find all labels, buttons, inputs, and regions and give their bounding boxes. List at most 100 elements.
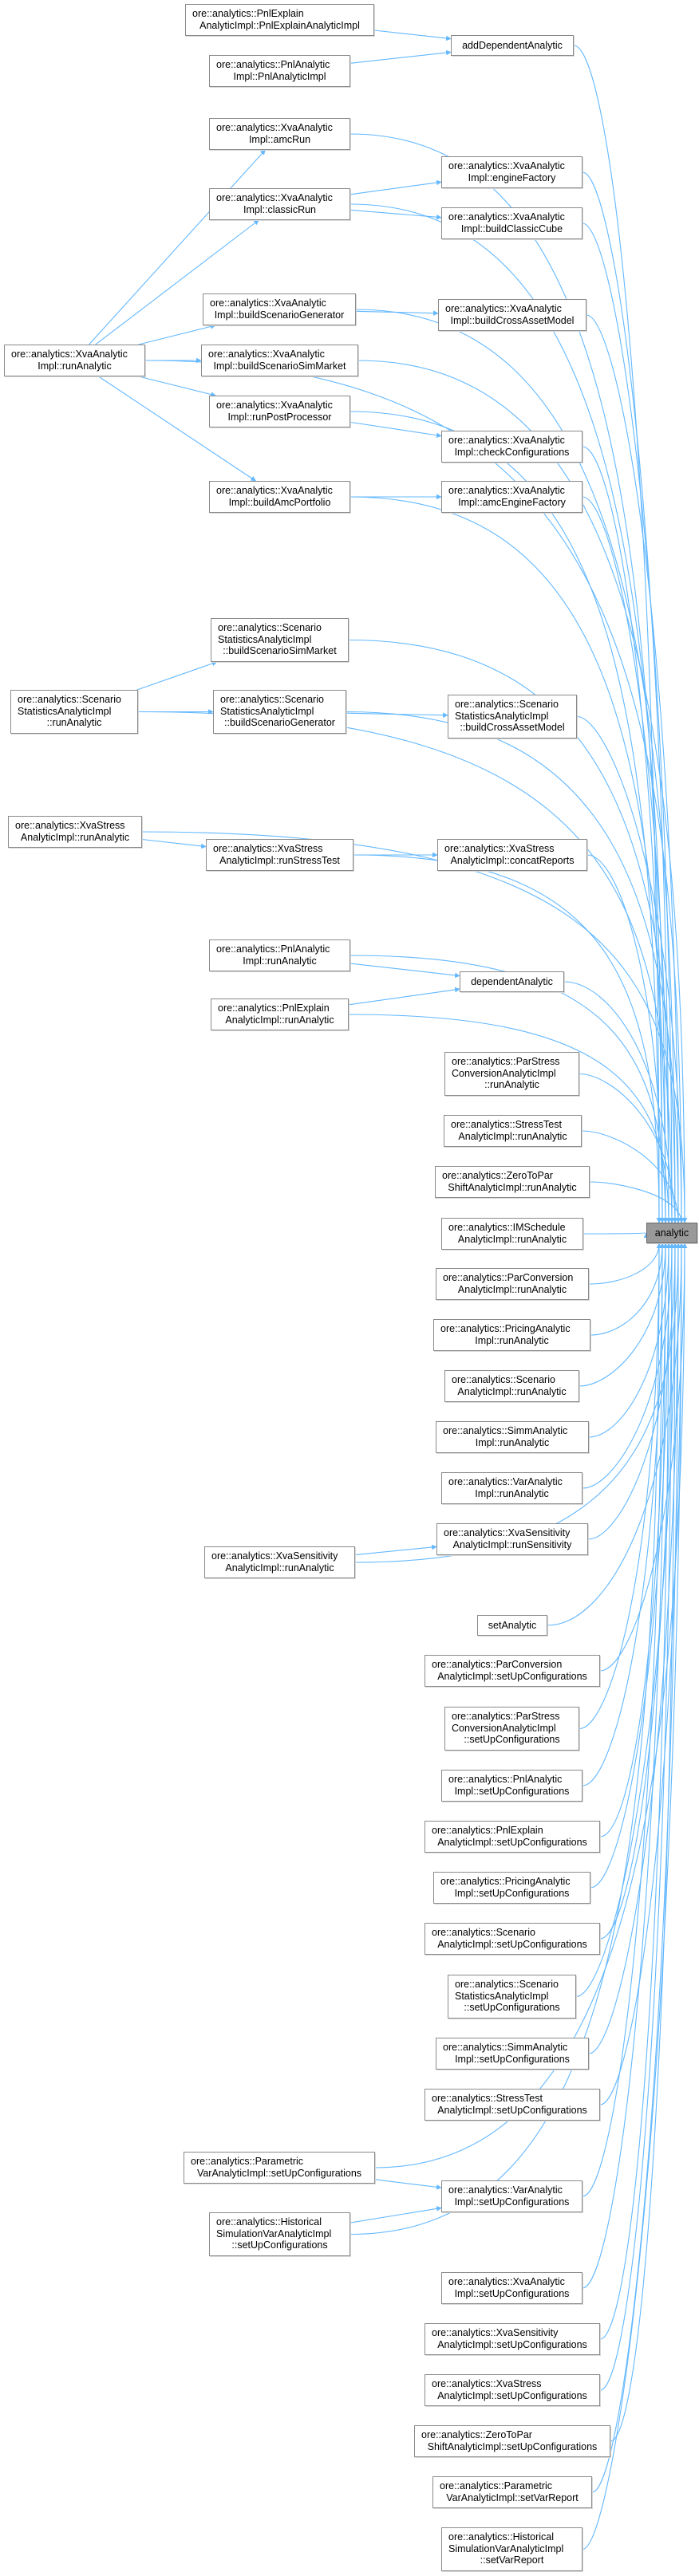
node-label-line: ore::analytics::PricingAnalytic: [440, 1876, 571, 1887]
node-label-line: ore::analytics::XvaAnalytic: [448, 485, 565, 496]
edge-im_run-to-analytic: [582, 1232, 649, 1239]
edge-xs_cat-to-analytic: [586, 854, 665, 1223]
node-label-line: AnalyticImpl::PnlExplainAnalyticImpl: [199, 19, 360, 31]
edge-ps_run-to-analytic: [579, 1073, 678, 1223]
edge-xva_bcam-to-analytic: [586, 314, 681, 1223]
node-label-line: ::setVarReport: [480, 2554, 544, 2566]
edge-simm_set-to-analytic: [588, 1243, 681, 2054]
node-label-line: ore::analytics::ParConversion: [432, 1659, 563, 1670]
edge-ss_run-to-ss_bssm: [136, 660, 218, 691]
graph-node-depan[interactable]: dependentAnalytic: [460, 971, 564, 992]
node-label-line: ::runAnalytic: [484, 1079, 539, 1090]
node-label-line: ore::analytics::Parametric: [191, 2156, 304, 2167]
node-label-line: ::buildScenarioSimMarket: [223, 645, 337, 656]
node-label-line: ore::analytics::PnlAnalytic: [448, 1774, 563, 1785]
node-label-line: ore::analytics::Scenario: [432, 1927, 535, 1938]
node-label-line: ore::analytics::Historical: [216, 2216, 322, 2227]
graph-node-setan[interactable]: setAnalytic: [477, 1615, 547, 1636]
node-label-line: VarAnalyticImpl::setUpConfigurations: [196, 2167, 362, 2179]
node-label-line: Impl::classicRun: [243, 203, 316, 215]
node-label-line: AnalyticImpl::runAnalytic: [458, 1130, 567, 1142]
edge-xva_run-to-xva_rpp: [138, 376, 216, 397]
node-label-line: Impl::PnlAnalyticImpl: [233, 70, 326, 82]
node-label-line: Impl::checkConfigurations: [454, 446, 570, 458]
node-label-line: ore::analytics::XvaStress: [213, 843, 323, 854]
edge-pc_run-to-analytic: [588, 1243, 662, 1285]
graph-node-adddep[interactable]: addDependentAnalytic: [451, 35, 574, 56]
edge-ss_set-to-analytic: [575, 1243, 678, 1998]
node-label-line: ore::analytics::Scenario: [455, 1979, 559, 1990]
node-label-line: ore::analytics::StressTest: [432, 2093, 543, 2104]
node-label-line: ore::analytics::ParStress: [452, 1711, 560, 1722]
edge-xsen_rs-to-analytic: [587, 1243, 678, 1540]
node-label-line: SimulationVarAnalyticImpl: [448, 2543, 564, 2554]
node-label-line: Impl::runAnalytic: [243, 955, 317, 967]
edge-xva_bsg-to-xva_bcam: [355, 310, 439, 316]
node-label-line: ore::analytics::XvaAnalytic: [11, 349, 128, 360]
graph-node-analytic[interactable]: analytic: [646, 1223, 697, 1243]
node-label-line: ore::analytics::XvaAnalytic: [448, 211, 565, 223]
node-label-line: AnalyticImpl::concatReports: [450, 854, 575, 866]
node-label-line: ore::analytics::XvaStress: [444, 843, 555, 854]
node-label-line: Impl::buildScenarioGenerator: [214, 309, 345, 321]
node-label-line: AnalyticImpl::runAnalytic: [457, 1385, 567, 1397]
edge-hs_set-to-var_set: [350, 2206, 442, 2223]
edge-classicRun-to-classicCube: [350, 209, 442, 220]
node-label-line: ore::analytics::PnlExplain: [192, 8, 304, 19]
edge-z_run-to-analytic: [589, 1181, 685, 1223]
